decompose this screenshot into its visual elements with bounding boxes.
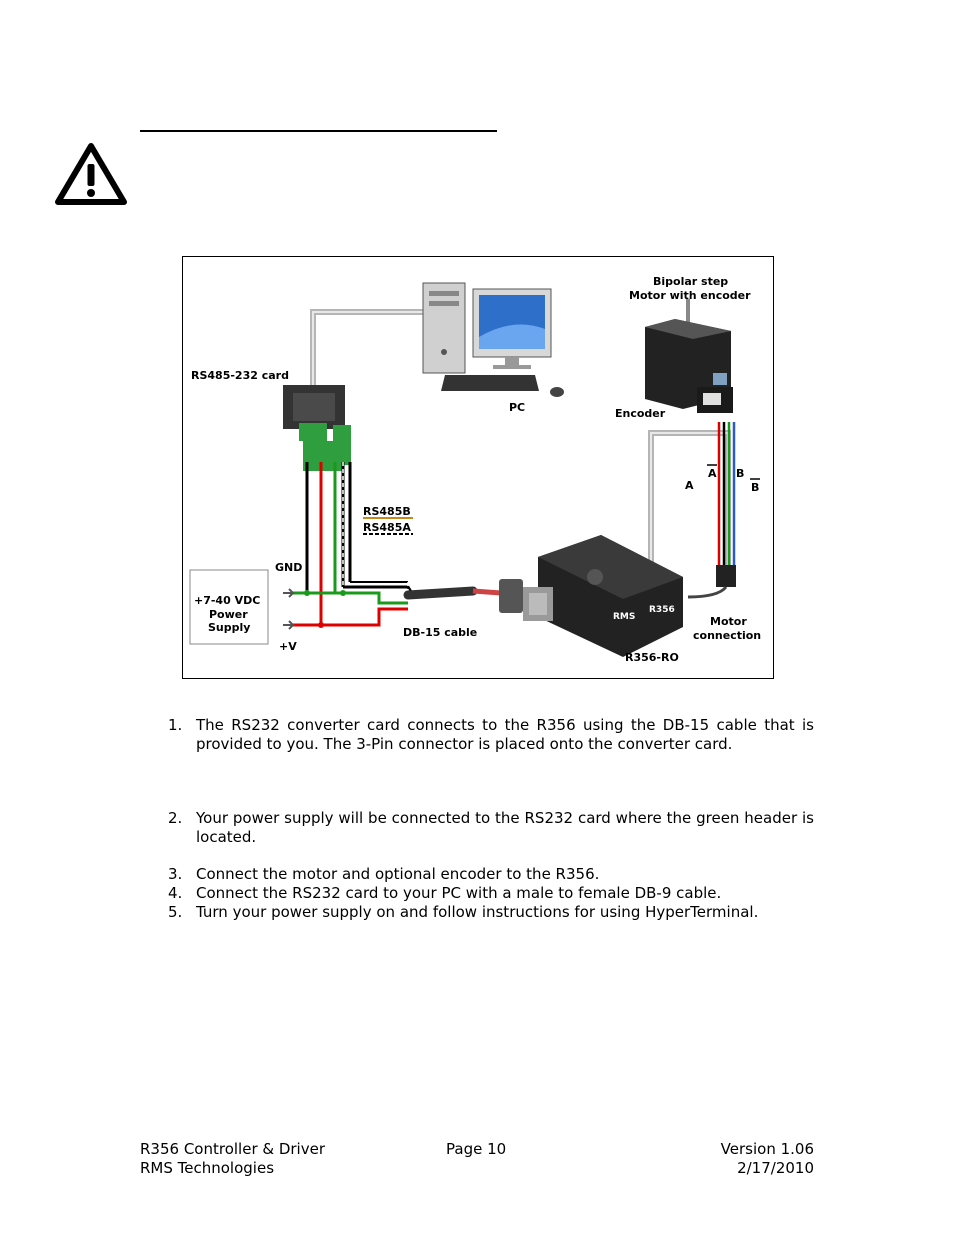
wire-b-label: B [736, 467, 744, 480]
power-label-2: Power [209, 608, 248, 621]
setup-steps-list: 1. The RS232 converter card connects to … [168, 716, 814, 922]
footer-date: 2/17/2010 [737, 1159, 814, 1177]
bipolar-label-2: Motor with encoder [629, 289, 751, 302]
stepper-motor-icon [645, 299, 733, 413]
footer-product: R356 Controller & Driver [140, 1140, 325, 1158]
step-4: 4. Connect the RS232 card to your PC wit… [168, 884, 814, 903]
rs485a-label: RS485A [363, 521, 411, 534]
step-number: 3. [168, 865, 183, 883]
step-text: Turn your power supply on and follow ins… [196, 903, 759, 921]
footer-page-number: Page 10 [446, 1140, 507, 1158]
footer-company: RMS Technologies [140, 1159, 275, 1177]
step-1: 1. The RS232 converter card connects to … [168, 716, 814, 754]
rs485b-label: RS485B [363, 505, 411, 518]
bipolar-label-1: Bipolar step [653, 275, 728, 288]
plus-v-label: +V [279, 640, 297, 653]
motor-connection-label-2: connection [693, 629, 761, 642]
rs485-card-icon [283, 385, 351, 471]
r356-model-label: R356-RO [625, 651, 679, 664]
device-name-label: R356 [649, 605, 675, 615]
power-supply-box [189, 569, 269, 645]
power-label-3: Supply [208, 621, 250, 634]
motor-connection-label-1: Motor [710, 615, 747, 628]
power-label-1: +7-40 VDC [194, 594, 260, 607]
encoder-label: Encoder [615, 407, 666, 420]
step-text: Connect the RS232 card to your PC with a… [196, 884, 722, 902]
db15-label: DB-15 cable [403, 626, 477, 639]
brand-label: RMS [613, 612, 635, 622]
step-number: 4. [168, 884, 183, 902]
pc-monitor-icon [472, 288, 552, 369]
step-text: Your power supply will be connected to t… [196, 809, 814, 846]
step-text: Connect the motor and optional encoder t… [196, 865, 600, 883]
section-heading-rule [140, 130, 497, 132]
step-2: 2. Your power supply will be connected t… [168, 809, 814, 847]
step-number: 1. [168, 716, 183, 734]
wire-a-label: A [685, 479, 694, 492]
warning-icon [55, 143, 127, 205]
step-5: 5. Turn your power supply on and follow … [168, 903, 814, 922]
wire-a-bar-label: A [708, 467, 717, 480]
rs485-card-label: RS485-232 card [191, 369, 289, 382]
mouse-icon [550, 387, 564, 397]
db15-connector-icon [499, 579, 523, 613]
footer-version: Version 1.06 [720, 1140, 814, 1158]
step-number: 2. [168, 809, 183, 827]
keyboard-icon [441, 375, 539, 391]
pc-label: PC [509, 401, 525, 414]
wiring-diagram: RMS R356 Bipolar step Motor with encoder… [182, 256, 774, 679]
step-text: The RS232 converter card connects to the… [196, 716, 814, 753]
pc-tower-icon [422, 282, 466, 374]
step-number: 5. [168, 903, 183, 921]
gnd-label: GND [275, 561, 302, 574]
step-3: 3. Connect the motor and optional encode… [168, 865, 814, 884]
wire-b-bar-label: B [751, 481, 759, 494]
r356-controller-icon [523, 535, 683, 657]
